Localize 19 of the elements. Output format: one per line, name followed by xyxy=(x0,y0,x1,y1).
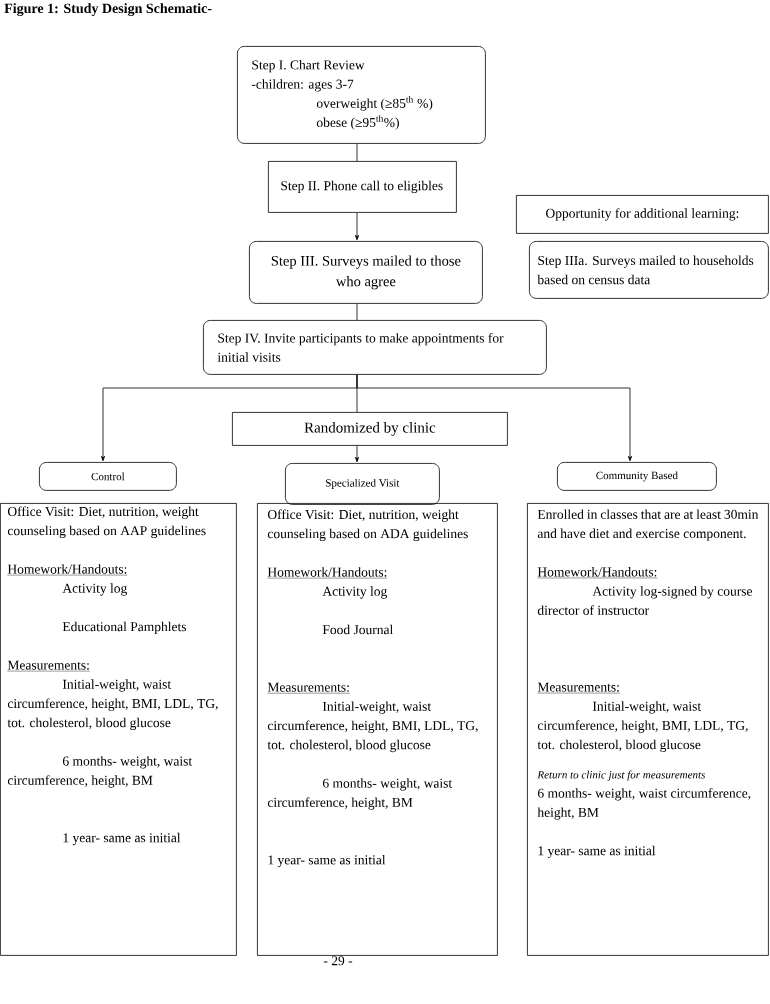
process-box: Step II. Phone call to eligibles xyxy=(268,161,457,213)
group-label-box: Specialized Visit xyxy=(285,463,440,505)
process-box: Step IV. Invite participants to make appointments for initial visits xyxy=(203,320,547,375)
connector-line xyxy=(356,374,632,462)
figure-title: Figure 1: Study Design Schematic- xyxy=(4,3,212,16)
process-box: Step I. Chart Review -children: ages 3-7 overweight (≥85$^{th}$ %) obese (≥95$^{th}$%) xyxy=(237,46,486,144)
process-box: Step IIIa. Surveys mailed to households based on census data xyxy=(529,241,769,299)
process-box: Randomized by clinic xyxy=(232,412,508,446)
process-box: Step III. Surveys mailed to those who agree xyxy=(249,241,483,304)
connector-line xyxy=(356,143,358,162)
arm-details-box: Office Visit: Diet, nutrition, weight counseling based on ADA guidelines Homework/Handouts: Activity log Food Journal Measurements: Initial-weight, waist circumference, height, BMI, LDL, TG, tot. cholesterol, blood glucose 6 months- weight, waist circumference, height, BM 1 year- same as initial xyxy=(257,503,498,956)
connector-line xyxy=(356,303,358,321)
note-box: Opportunity for additional learning: xyxy=(516,195,769,234)
group-label-box: Control xyxy=(39,462,177,491)
group-label-box: Community Based xyxy=(557,462,717,491)
connector-line xyxy=(355,445,359,463)
arm-details-box: Enrolled in classes that are at least 30min and have diet and exercise component. Homework/Handouts: Activity log-signed by course director of instructor Measurements: Initial-weight, waist circumference, height, BMI, LDL, TG, tot. cholesterol, blood glucose Return to clinic just for measurements 6 months- weight, waist circumference, height, BM 1 year- same as initial xyxy=(527,503,769,956)
arm-details-box: Office Visit: Diet, nutrition, weight counseling based on AAP guidelines Homework/Handouts: Activity log Educational Pamphlets Measurements: Initial-weight, waist circumference, height, BMI, LDL, TG, tot. cholesterol, blood glucose 6 months- weight, waist circumference, height, BM 1 year- same as initial xyxy=(0,503,237,956)
connector-line xyxy=(355,212,359,241)
